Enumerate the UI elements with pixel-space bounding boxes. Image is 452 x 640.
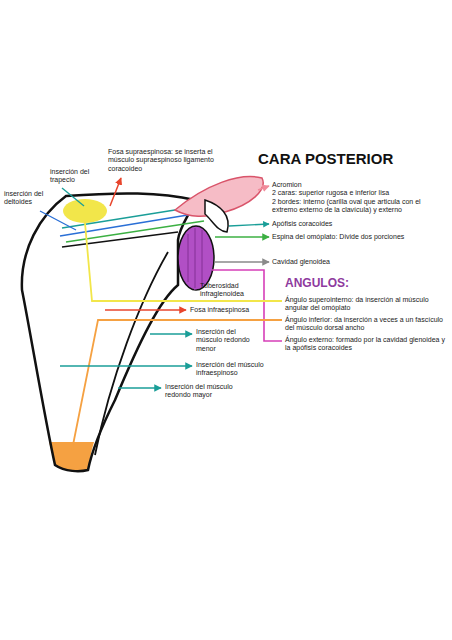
leader-line [229, 224, 269, 226]
leader-line [110, 178, 121, 206]
leader-line [118, 387, 161, 389]
part-label: Espina del omóplato: Divide dos porcione… [272, 233, 447, 241]
part-label: Ángulo superointerno: da inserción al mú… [285, 296, 447, 313]
part-label: inserción del deltoides [4, 190, 50, 207]
spine-line [62, 232, 178, 247]
part-label: Apófisis coracoides [272, 220, 447, 228]
part-label: Inserción del músculo redondo menor [196, 328, 258, 353]
leader-line [215, 261, 269, 263]
superior-angle [63, 199, 107, 223]
glenoid-cavity [178, 226, 214, 290]
part-label: Fosa infraespinosa [190, 306, 260, 314]
part-label: 2 caras: superior rugosa e inferior lisa [272, 189, 447, 197]
glenoid-hatch [188, 228, 202, 288]
part-label: Inserción del músculo redondo mayor [165, 383, 237, 400]
part-label: Tuberosidad infraglenoidea [200, 282, 258, 299]
leader-line [72, 320, 282, 450]
part-label: Ángulo externo: formado por la cavidad g… [285, 336, 447, 353]
part-label: inserción del trapecio [50, 168, 98, 185]
part-label: Ángulo inferior: da inserción a veces a … [285, 316, 447, 333]
leader-line [62, 188, 84, 206]
leader-line [258, 186, 269, 190]
leader-line [40, 211, 76, 230]
inner-ridge [95, 252, 168, 455]
leader-line [194, 288, 198, 289]
leader-line [150, 333, 192, 335]
title: CARA POSTERIOR [258, 150, 448, 168]
part-label: Fosa supraespinosa: se inserta el múscul… [108, 148, 223, 173]
leader-line [85, 223, 282, 301]
leader-line [60, 365, 192, 367]
part-label: Acromion [272, 181, 447, 189]
leader-line [105, 309, 186, 311]
part-label: Inserción del músculo infraespinoso [196, 361, 276, 378]
coracoid-process [205, 200, 228, 232]
part-label: Cavidad glenoidea [272, 258, 447, 266]
leader-line [215, 236, 269, 238]
section-heading: ANGULOS: [285, 276, 445, 290]
part-label: 2 bordes: interno (carilla oval que arti… [272, 198, 447, 215]
